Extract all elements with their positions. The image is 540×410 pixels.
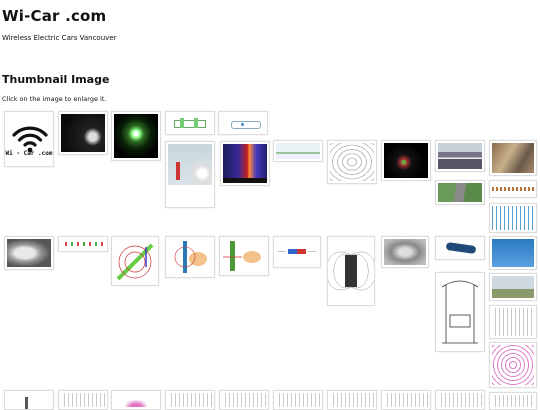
thumbnail-image[interactable] [489, 236, 537, 270]
logo-caption: Wi - Car .com [5, 150, 53, 157]
diagram-graphic [278, 249, 316, 254]
thumbnail-image[interactable] [381, 236, 429, 268]
diagram-graphic [223, 241, 261, 271]
thumbnail-image[interactable] [165, 390, 215, 410]
thumbnail-wifi-logo[interactable]: Wi - Car .com [4, 111, 54, 167]
thumbnail-image[interactable] [489, 342, 537, 388]
thumbnail-image[interactable] [435, 390, 485, 410]
thumbnail-image[interactable] [218, 111, 268, 135]
thumbnail-image[interactable] [435, 180, 485, 205]
site-subtitle: Wireless Electric Cars Vancouver [2, 34, 117, 42]
thumbnail-image[interactable] [327, 390, 377, 410]
thumbnail-image[interactable] [327, 140, 377, 184]
thumbnail-image[interactable] [273, 140, 323, 162]
wifi-icon [12, 126, 48, 153]
thumbnail-image[interactable] [165, 236, 215, 278]
thumbnail-image[interactable] [219, 390, 269, 410]
thumbnail-image[interactable] [327, 236, 375, 306]
thumbnail-image[interactable] [435, 140, 485, 172]
thumbnail-image[interactable] [489, 203, 537, 233]
thumbnail-image[interactable] [489, 305, 537, 339]
thumbnail-image[interactable] [4, 236, 54, 270]
thumbnail-image[interactable] [111, 390, 161, 410]
thumbnail-image[interactable] [111, 111, 161, 161]
thumbnail-image[interactable] [273, 236, 321, 268]
thumbnail-image[interactable] [165, 141, 215, 208]
thumbnail-image[interactable] [58, 236, 108, 252]
thumbnail-image[interactable] [381, 140, 431, 181]
thumbnail-image[interactable] [219, 236, 269, 276]
site-title: Wi-Car .com [2, 7, 107, 25]
thumbnail-image[interactable] [111, 236, 159, 286]
instruction-text: Click on the image to enlarge it. [2, 95, 107, 103]
thumbnail-image[interactable] [489, 273, 537, 301]
diagram-graphic [328, 251, 374, 291]
thumbnail-image[interactable] [489, 180, 537, 198]
thumbnail-image[interactable] [58, 111, 108, 155]
diagram-graphic [174, 241, 207, 273]
section-heading: Thumbnail Image [2, 73, 110, 86]
thumbnail-image[interactable] [435, 272, 485, 352]
thumbnail-image[interactable] [165, 111, 215, 135]
diagram-graphic [116, 243, 154, 281]
diagram-graphic [441, 280, 479, 344]
thumbnail-image[interactable] [58, 390, 108, 410]
thumbnail-image[interactable] [273, 390, 323, 410]
thumbnail-image[interactable] [489, 392, 537, 410]
thumbnail-image[interactable] [381, 390, 431, 410]
thumbnail-image[interactable] [220, 141, 270, 186]
thumbnail-image[interactable] [4, 390, 54, 410]
thumbnail-image[interactable] [489, 140, 537, 176]
thumbnail-image[interactable] [435, 236, 485, 260]
